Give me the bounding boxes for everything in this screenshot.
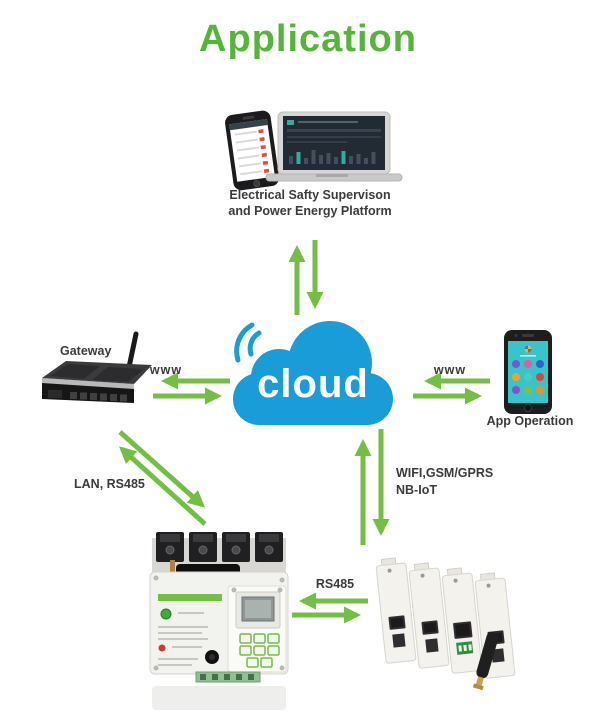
cloud-icon	[233, 321, 393, 425]
wifi-gsm-gprs-label: WIFI,GSM/GPRS	[396, 466, 494, 480]
cloud-meters-arrows	[354, 429, 390, 545]
ats-meters-arrows	[292, 592, 368, 624]
rs485-label: RS485	[315, 577, 355, 591]
platform-cloud-arrows	[288, 240, 324, 315]
gateway-router-icon	[42, 331, 152, 403]
laptop-icon	[265, 111, 403, 182]
www-label-right: www	[433, 363, 467, 377]
cloud-label: cloud	[257, 362, 369, 406]
ats-breaker-icon	[149, 532, 289, 710]
gateway-cloud-arrows	[153, 372, 230, 405]
platform-caption-line2: and Power Energy Platform	[228, 203, 392, 218]
gateway-ats-arrows	[118, 430, 207, 526]
smartphone-icon	[225, 110, 280, 191]
app-phone-icon	[504, 330, 552, 414]
wifi-arcs-icon	[234, 322, 262, 363]
page-title: Application	[199, 18, 417, 60]
antenna-icon	[472, 631, 499, 691]
din-meters-icon	[375, 557, 516, 691]
ats-reflection	[152, 686, 286, 710]
nb-iot-label: NB-IoT	[396, 483, 437, 497]
www-label-left: www	[149, 363, 183, 377]
lan-rs485-label: LAN, RS485	[74, 477, 145, 491]
platform-caption-line1: Electrical Safty Supervison	[229, 188, 391, 202]
app-operation-label: App Operation	[486, 414, 574, 428]
gateway-label: Gateway	[60, 344, 112, 358]
platform-caption: Electrical Safty Supervison and Power En…	[185, 188, 435, 219]
cloud-app-arrows	[413, 372, 490, 405]
